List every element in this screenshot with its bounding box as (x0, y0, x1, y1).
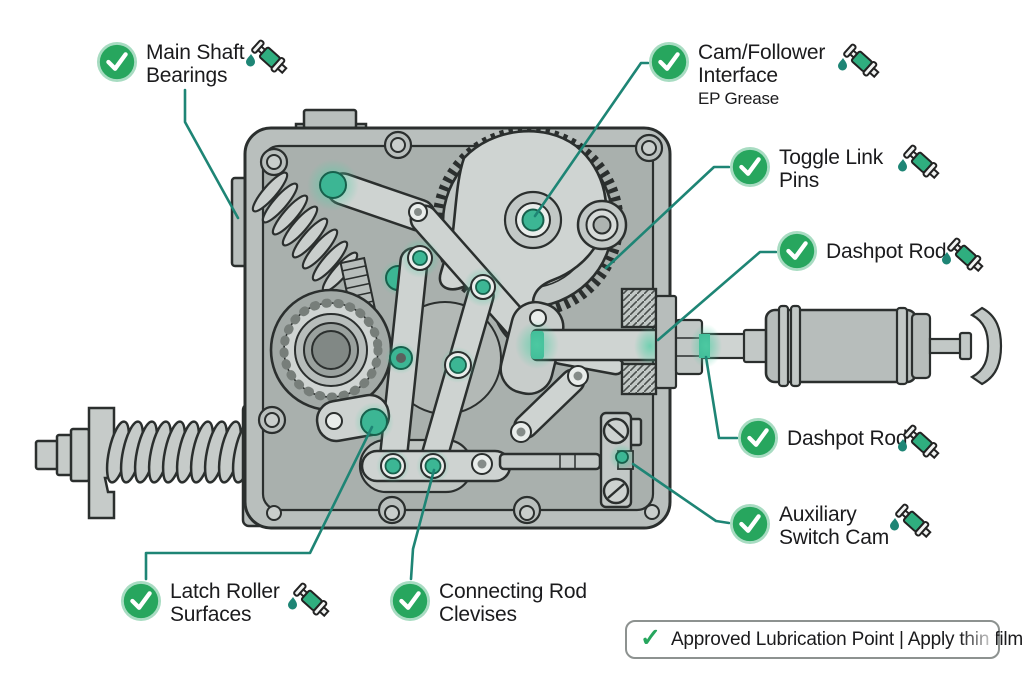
label-line: Auxiliary (779, 503, 857, 526)
label-line: Interface (698, 64, 778, 87)
label-line: Bearings (146, 64, 228, 87)
grease-gun-icon (898, 143, 943, 183)
grease-gun-icon (898, 423, 943, 463)
grease-gun-icon (288, 581, 333, 621)
label-dashpot-rod-lower: Dashpot Rod (737, 417, 908, 459)
label-dashpot-rod-upper: Dashpot Rod (776, 230, 947, 272)
check-circle-icon (120, 580, 162, 622)
grease-gun-icon (246, 38, 291, 78)
leader-lines (144, 61, 778, 581)
grease-gun-icon (942, 236, 987, 276)
label-line: Latch Roller (170, 580, 280, 603)
label-line: Clevises (439, 603, 517, 626)
legend-check-icon: ✓ (640, 623, 661, 652)
main-shaft-bearing (269, 288, 393, 412)
dashpot-assembly (620, 287, 1003, 396)
legend-box: ✓ Approved Lubrication Point | Apply thi… (625, 620, 1023, 659)
label-line: Pins (779, 169, 820, 192)
label-subtext: EP Grease (698, 89, 780, 108)
cam-follower-roller (576, 199, 628, 251)
grease-gun-icon (890, 502, 935, 542)
label-line: Toggle Link (779, 146, 884, 169)
grease-gun-icon (838, 42, 883, 82)
check-circle-icon (729, 146, 771, 188)
check-circle-icon (648, 41, 690, 83)
label-line: Connecting Rod (439, 580, 587, 603)
label-line: Dashpot Rod (826, 239, 947, 263)
check-circle-icon (776, 230, 818, 272)
legend-fade-overlay (960, 624, 996, 655)
label-line: Dashpot Rod (787, 426, 908, 450)
label-line: Switch Cam (779, 526, 890, 549)
internal-linkage (251, 126, 670, 494)
auxiliary-switch-bracket (599, 411, 643, 509)
check-circle-icon (96, 41, 138, 83)
check-circle-icon (389, 580, 431, 622)
check-circle-icon (737, 417, 779, 459)
check-circle-icon (729, 503, 771, 545)
legend-text: Approved Lubrication Point | Apply thin … (670, 628, 1024, 650)
label-line: Cam/Follower (698, 41, 826, 64)
label-line: Main Shaft (146, 41, 245, 64)
label-line: Surfaces (170, 603, 252, 626)
